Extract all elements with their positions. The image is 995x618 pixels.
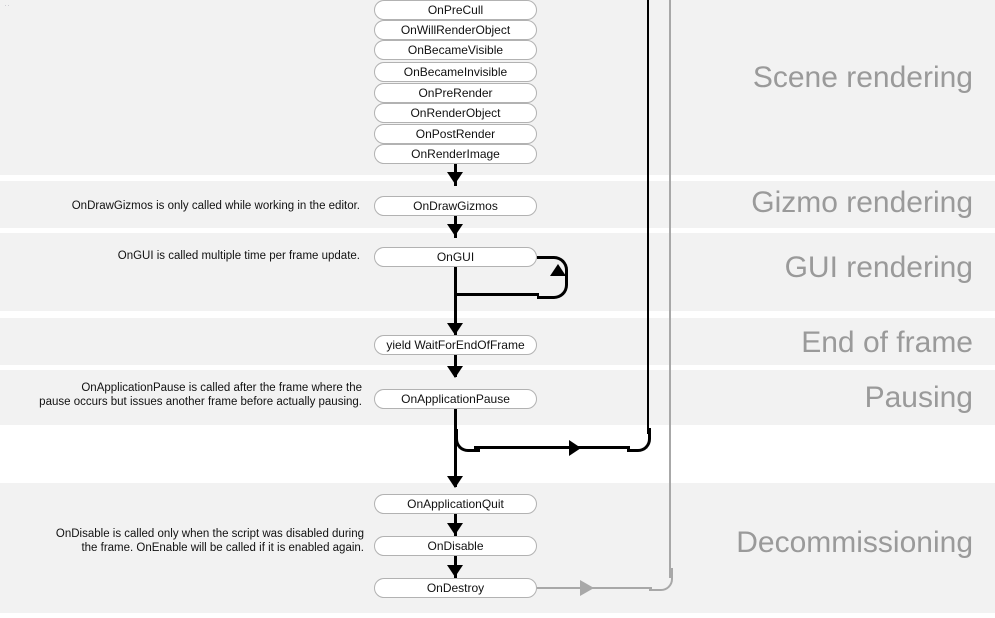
section-label-decommissioning: Decommissioning xyxy=(736,526,973,559)
node-on-will-render-object[interactable]: OnWillRenderObject xyxy=(374,20,537,40)
node-on-pre-render[interactable]: OnPreRender xyxy=(374,83,537,103)
gui-loop-corner-bottom xyxy=(537,275,568,299)
section-label-pausing: Pausing xyxy=(864,381,973,414)
node-on-pre-cull[interactable]: OnPreCull xyxy=(374,0,537,20)
arrow-renderimage-to-gizmos xyxy=(447,172,463,184)
cropped-text-artifact: ·· xyxy=(4,0,10,10)
gui-loop-return-run xyxy=(457,293,539,296)
section-label-end-of-frame: End of frame xyxy=(801,326,973,359)
section-label-scene-rendering: Scene rendering xyxy=(752,61,973,94)
grey-return-line-vertical xyxy=(669,0,671,578)
section-label-gizmo-rendering: Gizmo rendering xyxy=(751,186,973,219)
node-on-became-visible[interactable]: OnBecameVisible xyxy=(374,40,537,60)
node-on-disable[interactable]: OnDisable xyxy=(374,536,537,556)
arrow-gizmos-to-gui xyxy=(447,224,463,236)
connector-pause-to-quit xyxy=(454,409,457,487)
node-on-destroy[interactable]: OnDestroy xyxy=(374,578,537,598)
arrow-endframe-to-pause xyxy=(447,366,463,378)
note-gizmos: OnDrawGizmos is only called while workin… xyxy=(71,200,360,212)
node-on-application-pause[interactable]: OnApplicationPause xyxy=(374,389,537,409)
arrow-pause-to-quit xyxy=(447,476,463,488)
pause-branch-run xyxy=(474,446,630,449)
node-on-application-quit[interactable]: OnApplicationQuit xyxy=(374,494,537,514)
grey-return-arrowhead xyxy=(580,580,594,596)
note-pause: OnApplicationPause is called after the f… xyxy=(39,382,362,408)
node-on-render-object[interactable]: OnRenderObject xyxy=(374,103,537,123)
node-yield-wait-end-frame[interactable]: yield WaitForEndOfFrame xyxy=(374,335,537,355)
grey-return-line-horizontal xyxy=(537,587,652,589)
node-on-gui[interactable]: OnGUI xyxy=(374,247,537,267)
frame-loop-line-corner xyxy=(627,428,651,452)
connector-gui-to-endframe xyxy=(454,267,457,337)
arrow-quit-to-disable xyxy=(447,523,463,535)
frame-loop-line-vertical xyxy=(647,0,649,434)
node-on-render-image[interactable]: OnRenderImage xyxy=(374,144,537,164)
note-gui: OnGUI is called multiple time per frame … xyxy=(117,250,360,262)
note-disable: OnDisable is called only when the script… xyxy=(55,528,364,554)
gui-loop-arrowhead xyxy=(550,264,566,276)
section-label-gui-rendering: GUI rendering xyxy=(784,251,973,284)
node-on-draw-gizmos[interactable]: OnDrawGizmos xyxy=(374,196,537,216)
arrow-disable-to-destroy xyxy=(447,565,463,577)
grey-return-line-corner xyxy=(649,568,673,591)
arrow-gui-to-endframe xyxy=(447,323,463,335)
node-on-became-invisible[interactable]: OnBecameInvisible xyxy=(374,62,537,82)
pause-branch-arrowhead xyxy=(569,440,581,456)
node-on-post-render[interactable]: OnPostRender xyxy=(374,124,537,144)
band-gui-rendering xyxy=(0,233,995,311)
gui-loop-corner-top xyxy=(537,256,568,281)
